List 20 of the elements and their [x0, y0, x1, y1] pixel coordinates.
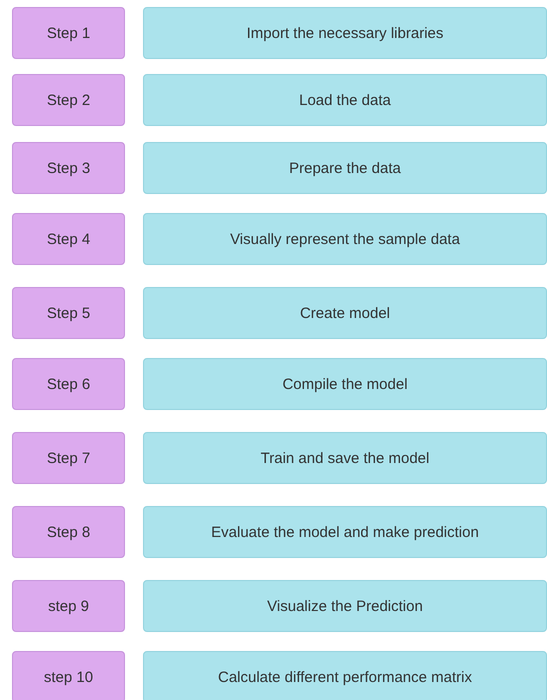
step-description-box: Load the data: [143, 74, 547, 126]
step-label-box: Step 5: [12, 287, 125, 339]
step-description-box: Visually represent the sample data: [143, 213, 547, 265]
step-label-box: Step 4: [12, 213, 125, 265]
step-label-box: Step 1: [12, 7, 125, 59]
step-description-box: Evaluate the model and make prediction: [143, 506, 547, 558]
step-description-box: Visualize the Prediction: [143, 580, 547, 632]
step-label-box: step 10: [12, 651, 125, 700]
step-description-box: Prepare the data: [143, 142, 547, 194]
step-description-box: Train and save the model: [143, 432, 547, 484]
step-label-box: step 9: [12, 580, 125, 632]
step-description-box: Create model: [143, 287, 547, 339]
step-label-box: Step 6: [12, 358, 125, 410]
step-description-box: Compile the model: [143, 358, 547, 410]
step-label-box: Step 8: [12, 506, 125, 558]
step-description-box: Calculate different performance matrix: [143, 651, 547, 700]
step-label-box: Step 3: [12, 142, 125, 194]
step-description-box: Import the necessary libraries: [143, 7, 547, 59]
step-label-box: Step 2: [12, 74, 125, 126]
step-label-box: Step 7: [12, 432, 125, 484]
